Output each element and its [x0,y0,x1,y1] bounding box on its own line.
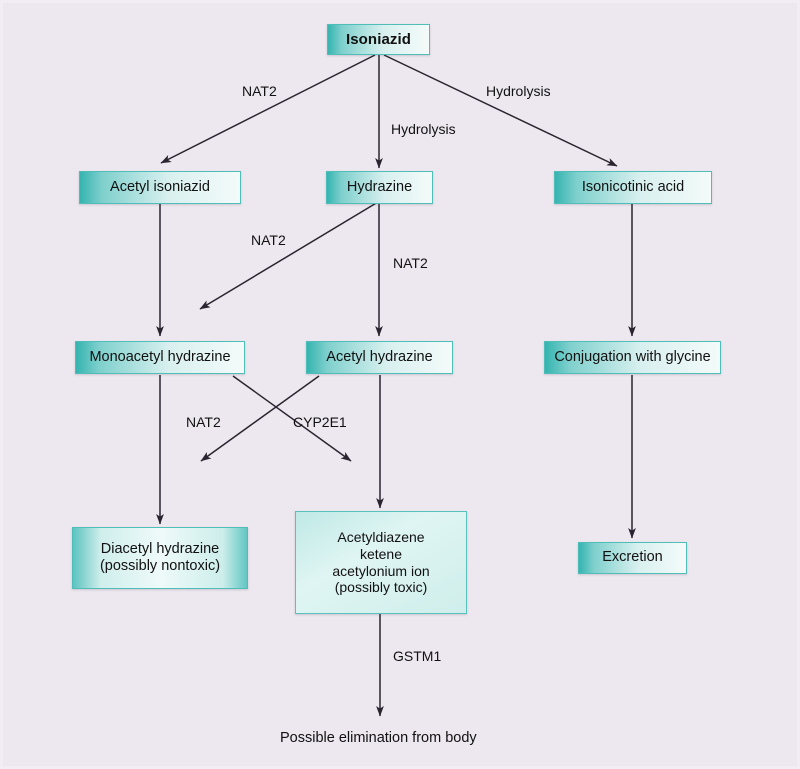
node-excretion: Excretion [578,542,687,574]
edge-hydrazine-diagonal-nat2 [199,201,379,310]
edge-isoniazid-isonicotinic [383,54,618,167]
node-acetyl-isoniazid: Acetyl isoniazid [79,171,241,204]
text-possible-elimination: Possible elimination from body [280,730,477,746]
node-acetyl-isoniazid-label: Acetyl isoniazid [110,178,210,195]
text-possible-elimination-label: Possible elimination from body [280,730,477,746]
node-acetyl-hydrazine-label: Acetyl hydrazine [326,348,433,365]
edge-label-gstm1: GSTM1 [393,648,442,664]
node-acetyl-hydrazine: Acetyl hydrazine [306,341,453,374]
node-diacetyl-hydrazine-label-line2: (possibly nontoxic) [99,558,221,574]
node-monoacetyl-hydrazine-label: Monoacetyl hydrazine [89,348,231,365]
edge-isoniazid-acetylisoniazid [160,54,376,164]
node-isoniazid-label: Isoniazid [345,30,412,48]
node-acetyldiazene-label-line1: Acetyldiazene [337,529,425,546]
edge-label-nat2-hydrazine-diagonal: NAT2 [251,232,286,248]
edge-label-nat2-isoniazid-acetylisoniazid: NAT2 [242,83,277,99]
edge-label-hydrolysis-center: Hydrolysis [391,121,456,137]
node-isonicotinic-acid-label: Isonicotinic acid [581,178,685,195]
edge-label-nat2-cross: NAT2 [186,414,221,430]
node-monoacetyl-hydrazine: Monoacetyl hydrazine [75,341,245,374]
node-diacetyl-hydrazine: Diacetyl hydrazine (possibly nontoxic) [72,527,248,589]
node-conjugation-with-glycine-label: Conjugation with glycine [554,348,711,365]
node-hydrazine-label: Hydrazine [346,178,413,195]
node-conjugation-with-glycine: Conjugation with glycine [544,341,721,374]
edge-label-cyp2e1-cross: CYP2E1 [293,414,347,430]
node-isonicotinic-acid: Isonicotinic acid [554,171,712,204]
edge-label-nat2-hydrazine-acetylhydrazine: NAT2 [393,255,428,271]
node-hydrazine: Hydrazine [326,171,433,204]
node-excretion-label: Excretion [602,549,663,566]
node-isoniazid: Isoniazid [327,24,430,55]
node-acetyldiazene-label-line4: (possibly toxic) [334,579,428,596]
node-acetyldiazene-label-line2: ketene [359,545,403,562]
node-acetyldiazene-label-line3: acetylonium ion [332,562,430,579]
node-acetyldiazene: Acetyldiazene ketene acetylonium ion (po… [295,511,467,614]
edge-label-hydrolysis-right: Hydrolysis [486,83,551,99]
node-diacetyl-hydrazine-label-line1: Diacetyl hydrazine [100,540,220,557]
